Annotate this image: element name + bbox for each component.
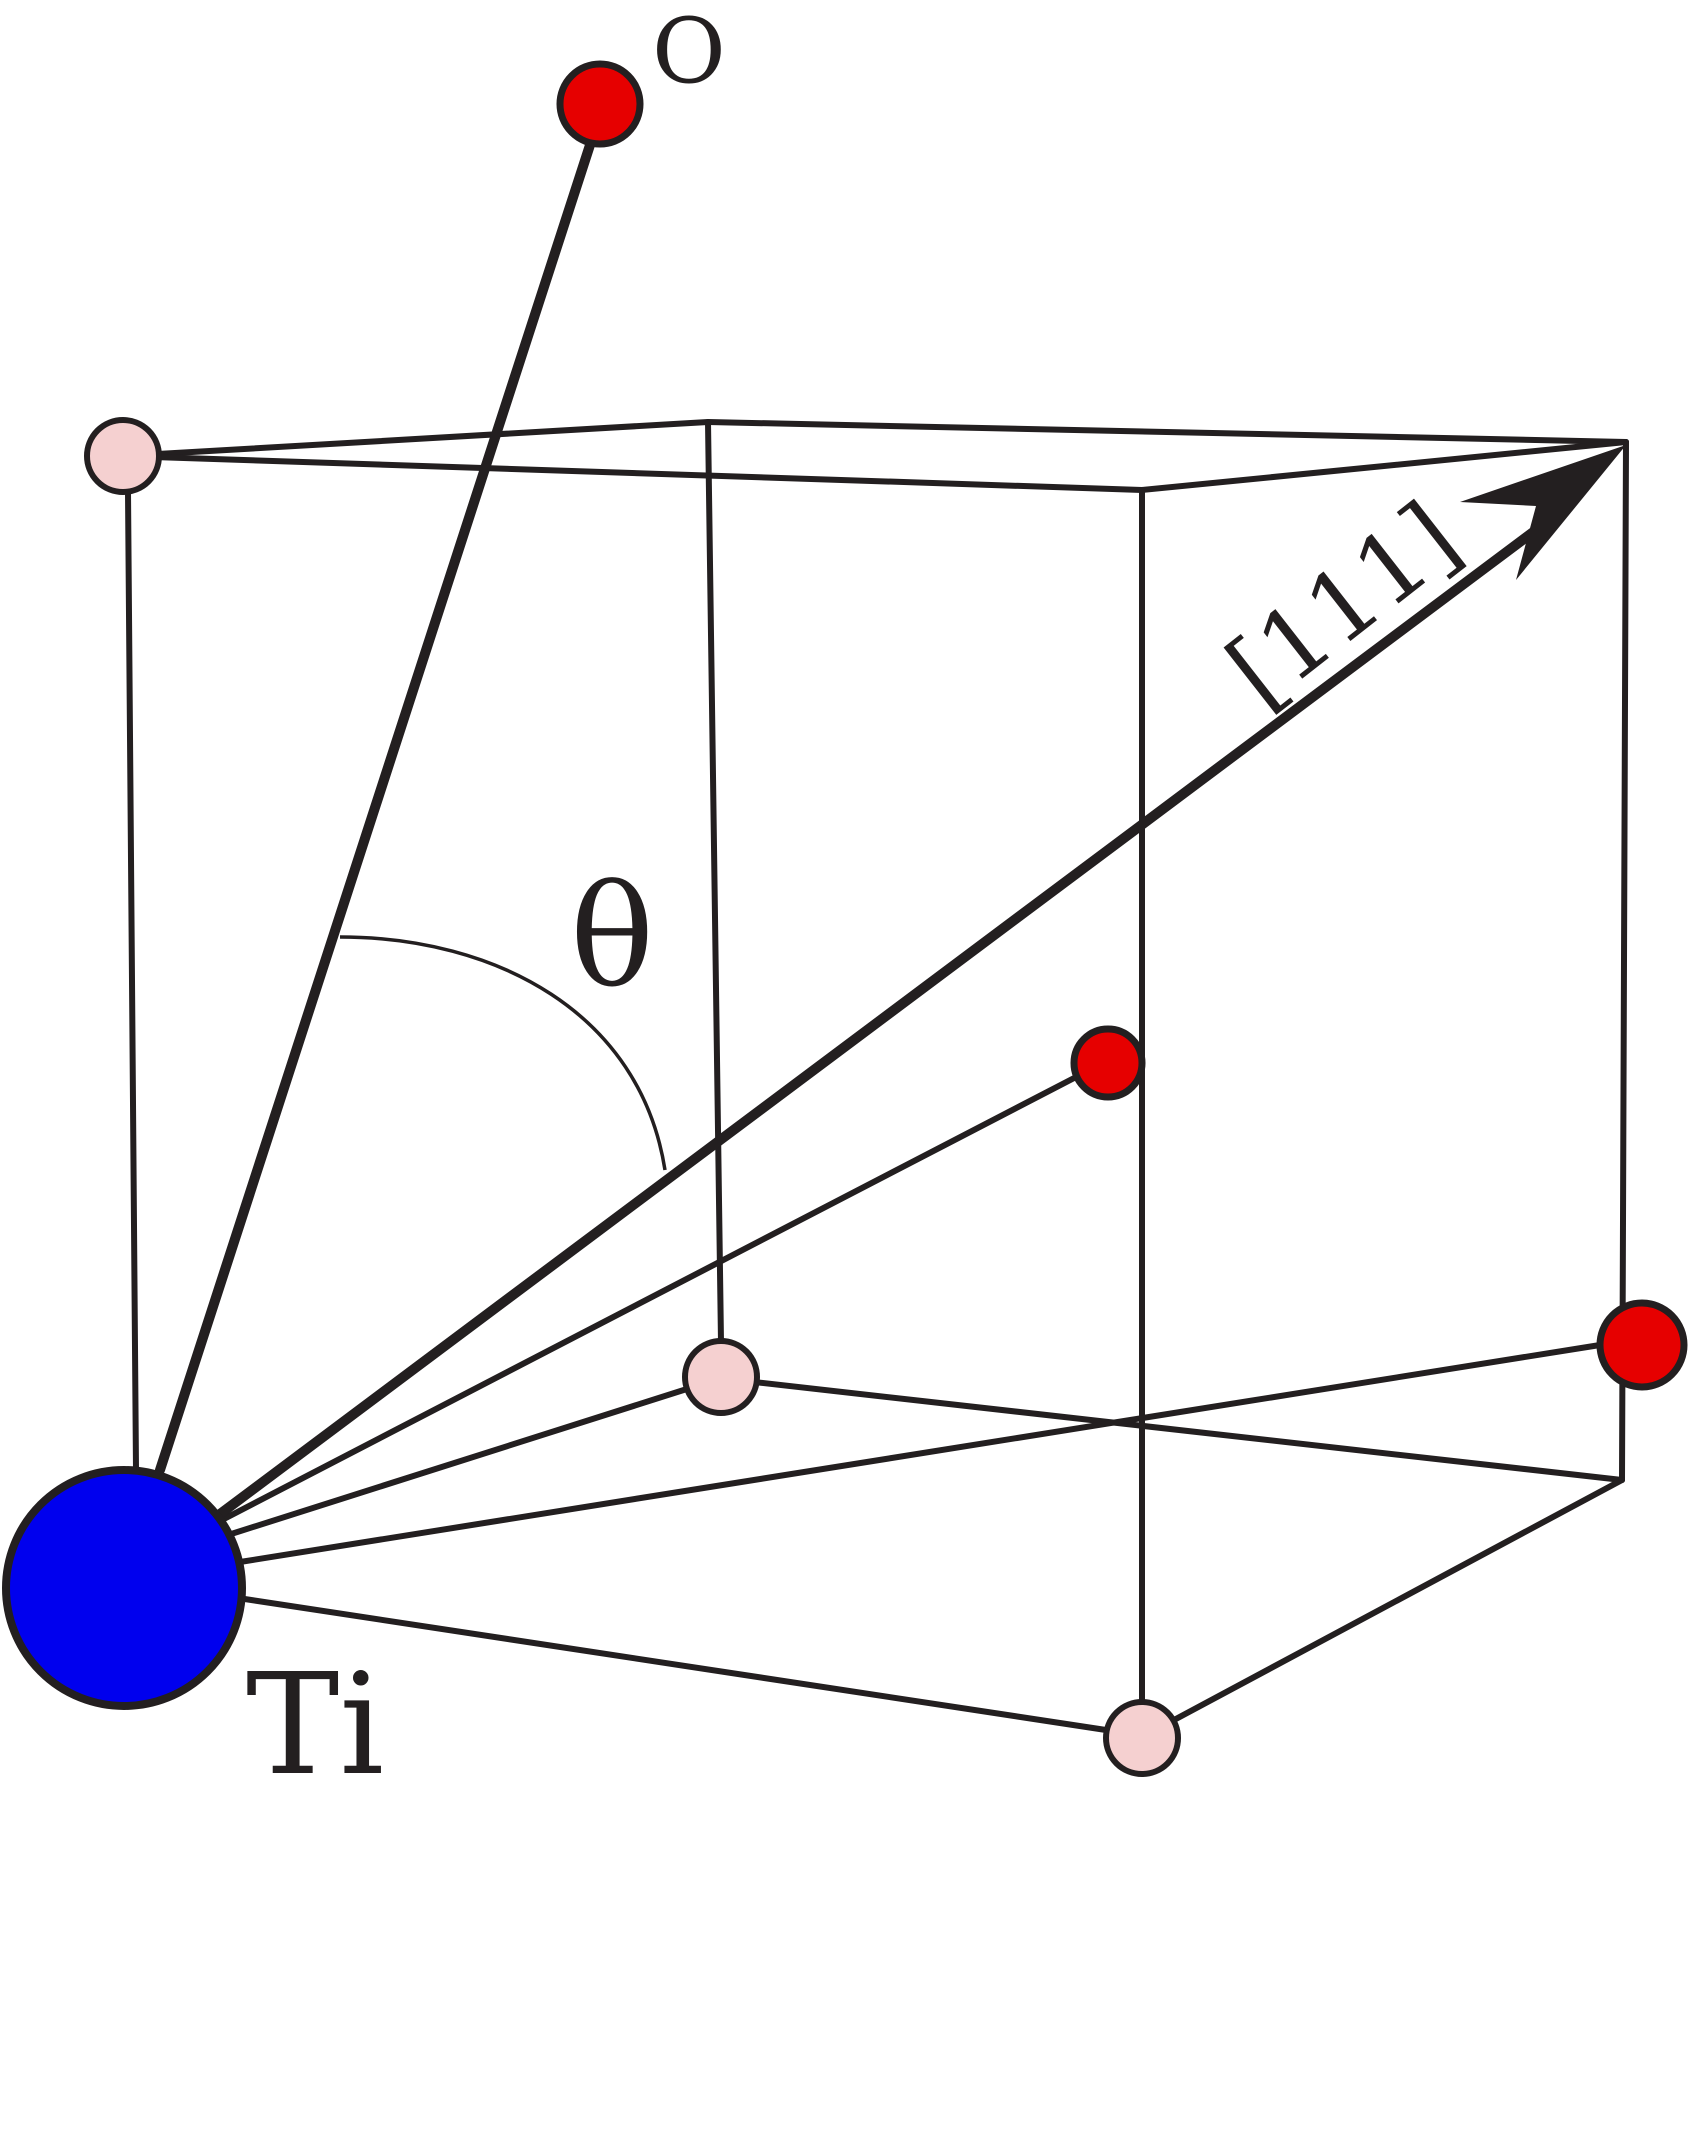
bond-ti-to-front-corner	[235, 1595, 1109, 1733]
atoms	[2, 60, 1688, 1777]
cube-edge-top-back	[120, 419, 711, 459]
direction-111-arrow	[207, 445, 1626, 1525]
arrow-shaft	[207, 507, 1565, 1525]
bond-ti-to-right-oxygen	[237, 1342, 1603, 1565]
cube-edges	[120, 419, 1629, 1723]
titanium-atom	[2, 1466, 246, 1710]
labels: O Ti θ [111]	[246, 0, 1480, 1807]
theta-label: θ	[570, 856, 654, 1019]
bond-ti-to-center-oxygen	[219, 1073, 1081, 1523]
titanium-label: Ti	[246, 1644, 384, 1807]
cube-edge-left-vertical	[125, 489, 139, 1473]
cube-edge-top-right-front	[1139, 439, 1629, 493]
theta-angle-arc	[339, 935, 667, 1171]
oxygen-atom-center	[1070, 1025, 1146, 1101]
bond-ti-to-back-corner	[225, 1385, 693, 1538]
cube-edge-top-front	[120, 453, 1145, 493]
bond-ti-to-top-oxygen	[155, 140, 595, 1475]
light-atom-back-bottom	[682, 1338, 760, 1416]
arrow-head	[1460, 445, 1626, 580]
cube-edge-bottom-right	[1171, 1477, 1625, 1723]
oxygen-atom-top	[556, 60, 644, 148]
oxygen-atom-right	[1596, 1299, 1688, 1391]
cube-edge-bottom-back	[751, 1379, 1625, 1483]
oxygen-label: O	[652, 0, 726, 104]
bonds	[155, 140, 1603, 1733]
cube-edge-back-vertical	[705, 419, 724, 1345]
cube-edge-top-right-back	[705, 419, 1629, 445]
light-atom-front-bottom	[1103, 1699, 1181, 1777]
light-atom-top-left	[84, 417, 162, 495]
